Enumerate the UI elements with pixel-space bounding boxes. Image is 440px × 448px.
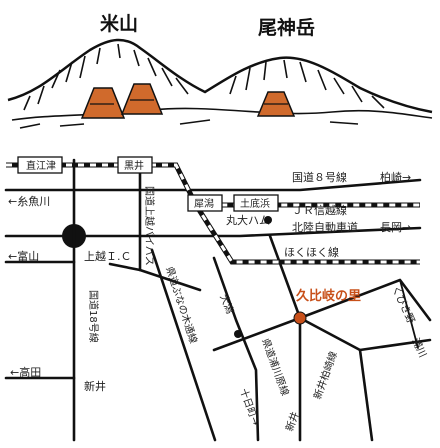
map-shape	[147, 57, 157, 77]
map-shape	[333, 77, 345, 95]
label-hokuhoku: ほくほく線	[284, 245, 339, 259]
mountain-hatching	[11, 43, 433, 129]
road-urakawara	[399, 279, 419, 349]
map-shape	[23, 95, 31, 111]
map-shape	[117, 43, 121, 59]
map-shape	[133, 49, 140, 67]
map-shape	[187, 194, 223, 212]
railway-jr-shinetsu	[6, 163, 420, 207]
dir-arai-left: 新井	[84, 379, 106, 393]
map-shape	[245, 67, 251, 91]
road-ogata	[212, 256, 260, 442]
road-bypass-lower	[108, 262, 202, 292]
dir-tokamachi: 十日町→	[237, 387, 262, 428]
station-kuroi: 黒井	[117, 156, 153, 174]
railway-hokuhoku	[194, 204, 420, 264]
mountain-ridge	[7, 38, 433, 114]
mountain-illustration: 米山 尾神岳	[7, 12, 433, 129]
map-shape	[79, 55, 86, 79]
farmhouse-icon	[256, 91, 296, 117]
label-jr-shinetsu: ＪＲ信越線	[292, 203, 347, 217]
label-joetsu-ic: 上越Ｉ.Ｃ	[84, 249, 132, 263]
destination-kubiki-no-sato: 久比岐の里	[293, 288, 361, 325]
map-shape	[117, 156, 153, 174]
map-shape	[120, 83, 164, 115]
map-shape	[96, 47, 101, 65]
label-kendo-urakawara: 県道浦川原線	[259, 337, 292, 398]
map-shape	[37, 85, 45, 105]
map-shape	[80, 87, 126, 119]
dir-nagaoka: 長岡→	[380, 221, 411, 234]
farmhouse-icon	[80, 87, 126, 119]
dir-kashiwazaki: 柏崎→	[380, 170, 411, 184]
map-shape	[371, 95, 385, 109]
station-label: 直江津	[26, 159, 56, 172]
destination-label: 久比岐の里	[296, 288, 361, 304]
road-shinsui-lower	[358, 348, 374, 442]
station-label: 犀潟	[194, 197, 214, 210]
station-label: 黒井	[124, 159, 144, 172]
map-shape	[351, 85, 363, 103]
mountain-name-ogamidake: 尾神岳	[258, 16, 315, 39]
landmark-marudai-ham: 丸大ハム	[226, 213, 272, 227]
map-shape	[11, 107, 433, 121]
label-shinsui-line: 新井柏崎線	[311, 350, 340, 401]
station-label: 土底浜	[240, 197, 270, 210]
label-kendo: 県道ぶなの木通線	[163, 265, 200, 345]
dir-toyama: ←富山	[8, 249, 39, 263]
map-shape	[233, 194, 279, 212]
label-hokuriku-exp: 北陸自動車道	[292, 220, 358, 234]
label-national-8: 国道８号線	[292, 170, 347, 184]
railway-network	[6, 162, 420, 265]
map-shape	[17, 156, 63, 174]
landmark-label: 丸大ハム	[226, 213, 270, 227]
map-shape	[161, 67, 173, 87]
road-national-8	[4, 178, 422, 192]
landmark-dot-icon	[264, 216, 272, 224]
map-shape	[65, 61, 73, 83]
label-joetsu-bypass: 国道上越バイパス	[143, 186, 156, 266]
map-shape	[299, 61, 307, 83]
road-shinsui	[212, 316, 432, 352]
road-kendo-diagonal	[150, 248, 217, 442]
destination-marker-icon	[293, 311, 307, 325]
dir-takada: ←高田	[10, 365, 41, 379]
landmark-dot-icon	[234, 330, 242, 338]
road-connector	[268, 234, 302, 320]
road-network	[4, 158, 432, 442]
station-saigata: 犀潟	[187, 194, 223, 212]
station-naoetsu: 直江津	[17, 156, 63, 174]
farmhouse-icon	[120, 83, 164, 115]
station-dogahama: 土底浜	[233, 194, 279, 212]
map-shape	[229, 75, 237, 95]
map-shape	[317, 69, 327, 91]
map-shape	[175, 77, 189, 95]
map-shape	[19, 119, 359, 129]
mountain-name-yoneyama: 米山	[100, 12, 138, 35]
label-national-18: 国道18号線	[87, 290, 100, 343]
map-shape	[51, 69, 61, 89]
dir-itoigawa: ←糸魚川	[8, 195, 50, 208]
map-shape	[283, 59, 288, 79]
map-shape	[263, 61, 267, 81]
